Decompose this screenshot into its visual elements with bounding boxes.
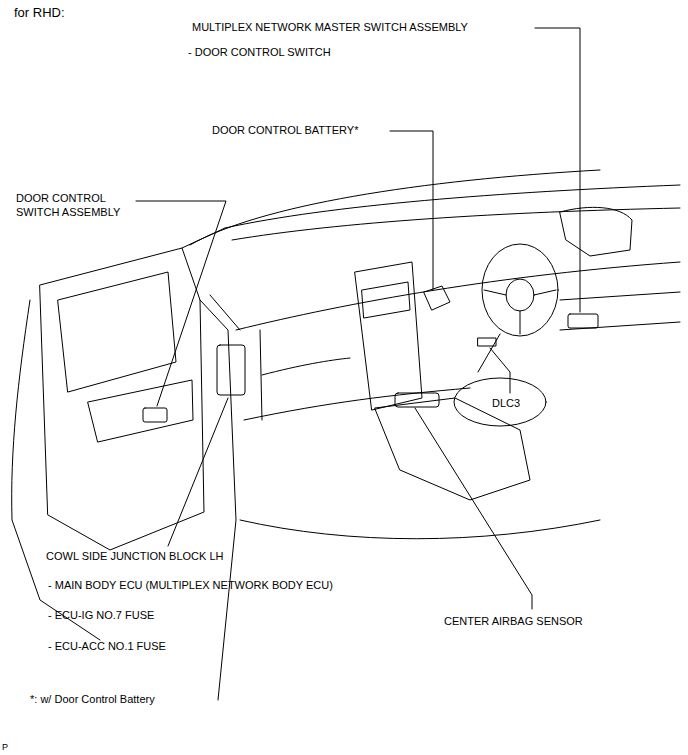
door-control-switch bbox=[143, 408, 167, 422]
heading: for RHD: bbox=[14, 6, 65, 20]
dashboard-top bbox=[225, 185, 680, 228]
seat-cushion bbox=[454, 378, 546, 426]
part-name: - DOOR CONTROL SWITCH bbox=[188, 45, 331, 59]
outer-mirror bbox=[560, 207, 632, 256]
dashboard-face bbox=[236, 262, 680, 330]
part-name: - MAIN BODY ECU (MULTIPLEX NETWORK BODY … bbox=[48, 578, 333, 592]
leader-line bbox=[168, 398, 228, 546]
door-panel bbox=[40, 248, 204, 550]
leader-line bbox=[535, 28, 580, 312]
leader-line bbox=[390, 131, 433, 290]
part-name: CENTER AIRBAG SENSOR bbox=[444, 614, 583, 628]
center-stack bbox=[355, 262, 422, 410]
dlc3-connector bbox=[478, 338, 496, 346]
pillar-line bbox=[210, 295, 240, 330]
part-name: DOOR CONTROL SWITCH ASSEMBLY bbox=[16, 191, 144, 219]
leader-line bbox=[136, 201, 226, 406]
part-name: DLC3 bbox=[492, 396, 520, 410]
floor-line bbox=[240, 520, 600, 539]
steering-hub bbox=[506, 279, 534, 311]
steering-column bbox=[478, 334, 500, 372]
door-armrest bbox=[88, 380, 193, 442]
center-console bbox=[375, 398, 530, 500]
dashboard-lower bbox=[244, 388, 470, 420]
dashboard-top-inner bbox=[232, 208, 680, 240]
center-airbag-sensor bbox=[395, 393, 439, 407]
pillar-line bbox=[182, 228, 225, 248]
junction-block bbox=[217, 345, 245, 395]
part-name: DOOR CONTROL BATTERY* bbox=[212, 123, 358, 137]
footnote: *: w/ Door Control Battery bbox=[30, 692, 155, 706]
center-display bbox=[362, 282, 410, 318]
leader-line bbox=[490, 348, 510, 393]
door-window bbox=[58, 272, 176, 392]
door-control-battery bbox=[424, 286, 450, 310]
door-trim bbox=[560, 292, 680, 300]
pillar-line bbox=[200, 300, 236, 700]
glovebox-line bbox=[262, 358, 350, 375]
part-name: MULTIPLEX NETWORK MASTER SWITCH ASSEMBLY bbox=[192, 20, 468, 34]
steering-wheel bbox=[482, 244, 558, 336]
door-trim bbox=[560, 322, 680, 330]
watermark: P bbox=[2, 740, 8, 754]
leader-line bbox=[415, 408, 532, 609]
part-name: - ECU-IG NO.7 FUSE bbox=[48, 608, 154, 622]
part-name: - ECU-ACC NO.1 FUSE bbox=[48, 639, 166, 653]
steering-spokes bbox=[484, 290, 556, 334]
master-switch bbox=[568, 314, 598, 328]
windshield-edge bbox=[190, 170, 600, 245]
part-name: COWL SIDE JUNCTION BLOCK LH bbox=[46, 549, 223, 563]
